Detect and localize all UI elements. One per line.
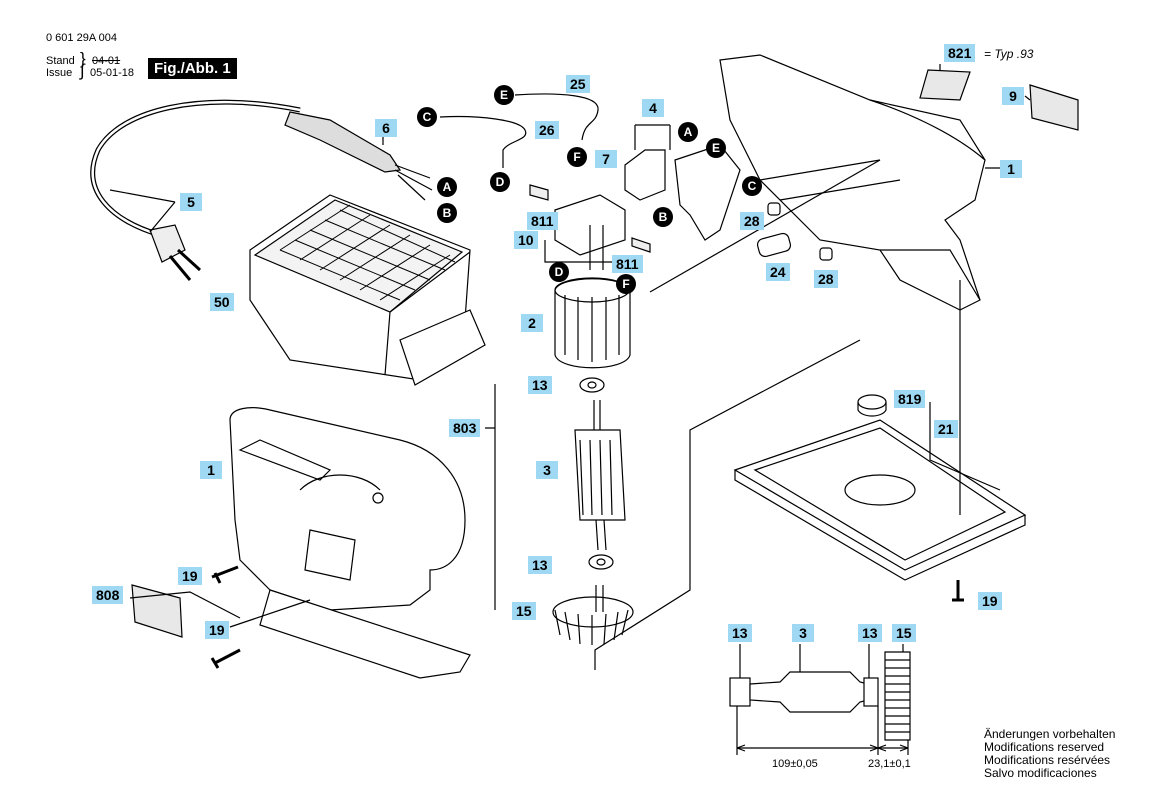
issue-label: Issue: [46, 67, 73, 79]
connector-b-switch: B: [653, 207, 673, 227]
part-label-821: 821: [944, 44, 976, 62]
connector-d-wire: D: [490, 172, 510, 192]
part-label-25: 25: [566, 75, 590, 93]
part-28b: [819, 247, 833, 261]
fan: [552, 596, 634, 628]
part-label-13b: 13: [528, 556, 552, 574]
figure-label: Fig./Abb. 1: [148, 58, 237, 79]
document-number: 0 601 29A 004: [46, 32, 117, 44]
note-es: Salvo modificaciones: [984, 766, 1097, 780]
part-label-819: 819: [894, 390, 926, 408]
type-note: = Typ .93: [984, 47, 1034, 61]
disc-819: [857, 394, 887, 410]
label-808: [131, 584, 183, 638]
part-label-24: 24: [766, 263, 790, 281]
connector-c-switch: C: [742, 176, 762, 196]
part-label-7: 7: [595, 150, 617, 168]
part-label-811b: 811: [612, 255, 643, 273]
part-label-808: 808: [92, 586, 124, 604]
bearing-lower: [588, 554, 614, 570]
part-label-10: 10: [514, 231, 538, 249]
sander-body: [229, 407, 466, 611]
brace-icon: }: [80, 49, 86, 68]
wire-26: [439, 116, 527, 168]
armature-shaft: [593, 400, 601, 430]
detail-label-13b: 13: [858, 624, 882, 642]
part-label-4: 4: [642, 99, 664, 117]
note-en: Modifications reserved: [984, 740, 1105, 754]
connector-c-wire: C: [417, 107, 437, 127]
part-label-26: 26: [535, 121, 559, 139]
part-label-28a: 28: [740, 212, 764, 230]
part-label-803: 803: [449, 419, 481, 437]
part-label-28b: 28: [814, 270, 838, 288]
screw-19a: [211, 565, 239, 584]
detail-label-15: 15: [892, 624, 916, 642]
part-label-15: 15: [512, 602, 536, 620]
stand-label: Stand: [46, 55, 75, 67]
dimension-offset: 23,1±0,1: [868, 758, 911, 770]
part-label-5: 5: [180, 193, 202, 211]
part-28a: [767, 202, 781, 216]
detail-label-13a: 13: [728, 624, 752, 642]
dimension-length: 109±0,05: [772, 758, 818, 770]
issue-value: 05-01-18: [90, 67, 135, 79]
sander-handle: [238, 439, 332, 481]
part-24: [756, 232, 792, 258]
part-label-50: 50: [210, 293, 234, 311]
screw-19b: [210, 648, 241, 669]
connector-b-cable: B: [437, 203, 457, 223]
part-label-3: 3: [536, 461, 558, 479]
power-cable: [90, 99, 301, 238]
part-label-13a: 13: [528, 376, 552, 394]
switch-assembly: [624, 149, 666, 201]
sanding-plate: [733, 419, 1027, 571]
detail-label-3: 3: [792, 624, 814, 642]
connector-d-stator: D: [549, 262, 569, 282]
part-label-2: 2: [521, 314, 543, 332]
armature: [574, 429, 626, 521]
part-label-21: 21: [934, 420, 958, 438]
part-label-19b: 19: [205, 621, 229, 639]
screw-19c: [952, 580, 964, 602]
connector-e-switch: E: [706, 138, 726, 158]
part-label-1-housing: 1: [1000, 160, 1022, 178]
plug: [149, 224, 186, 263]
armature-detail: [729, 644, 911, 755]
connector-a-switch: A: [678, 122, 698, 142]
label-821: [919, 69, 971, 101]
connector-e-wire: E: [494, 85, 514, 105]
connector-f-stator: F: [616, 274, 636, 294]
connector-f-wire: F: [567, 147, 587, 167]
dust-box-holes: [279, 204, 456, 301]
sander-base: [259, 589, 471, 679]
cable-sleeve: [284, 111, 402, 173]
note-de: Änderungen vorbehalten: [984, 727, 1116, 741]
part-label-1-side: 1: [200, 461, 222, 479]
part-label-19c: 19: [978, 592, 1002, 610]
bearing-upper: [579, 377, 605, 393]
connector-a-cable: A: [437, 177, 457, 197]
note-fr: Modifications resérvées: [984, 753, 1111, 767]
part-label-811a: 811: [527, 212, 558, 230]
stand-value: 04-01: [92, 55, 121, 67]
label-9: [1029, 84, 1079, 131]
wire-25: [514, 93, 599, 141]
part-label-6: 6: [375, 119, 397, 137]
part-label-9: 9: [1002, 87, 1024, 105]
brace-icon-2: ∫: [80, 61, 85, 80]
modifications-note: Änderungen vorbehalten Modifications res…: [984, 728, 1115, 780]
part-label-19a: 19: [178, 567, 202, 585]
